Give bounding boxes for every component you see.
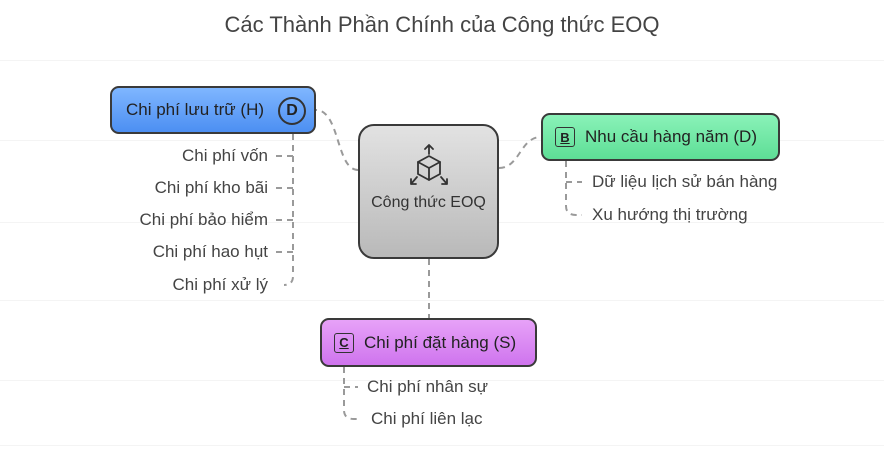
eoq-center-node: Công thức EOQ <box>358 124 499 259</box>
eoq-center-label: Công thức EOQ <box>371 194 486 211</box>
diagram-title: Các Thành Phần Chính của Công thức EOQ <box>224 12 660 37</box>
ordering-cost-label: Chi phí đặt hàng (S) <box>364 332 517 352</box>
connector-ordering-leaves <box>343 367 360 420</box>
connector-center-holding <box>315 109 359 171</box>
holding-cost-label: Chi phí lưu trữ (H) <box>126 100 265 119</box>
holding-item-2: Chi phí kho bãi <box>154 178 268 197</box>
ordering-cost-node: C Chi phí đặt hàng (S) <box>320 318 537 367</box>
holding-item-5: Chi phí xử lý <box>172 275 268 294</box>
badge-c-icon: C <box>334 332 354 353</box>
connector-center-demand <box>498 136 542 169</box>
holding-item-4: Chi phí hao hụt <box>152 242 268 261</box>
ordering-item-2: Chi phí liên lạc <box>371 409 483 428</box>
annual-demand-label: Nhu cầu hàng năm (D) <box>585 127 757 146</box>
ordering-item-1: Chi phí nhân sự <box>367 377 489 396</box>
holding-item-3: Chi phí bảo hiểm <box>139 210 268 229</box>
annual-demand-node: B Nhu cầu hàng năm (D) <box>541 113 780 161</box>
demand-item-2: Xu hướng thị trường <box>592 205 748 224</box>
cube-arrows-icon <box>410 144 448 185</box>
demand-item-1: Dữ liệu lịch sử bán hàng <box>592 172 778 191</box>
badge-d-icon: D <box>278 97 306 125</box>
connector-demand-leaves <box>565 161 582 216</box>
holding-cost-node: Chi phí lưu trữ (H) D <box>110 86 316 134</box>
badge-b-icon: B <box>555 127 575 147</box>
connector-holding-leaves <box>283 134 294 286</box>
holding-item-1: Chi phí vốn <box>182 146 268 165</box>
